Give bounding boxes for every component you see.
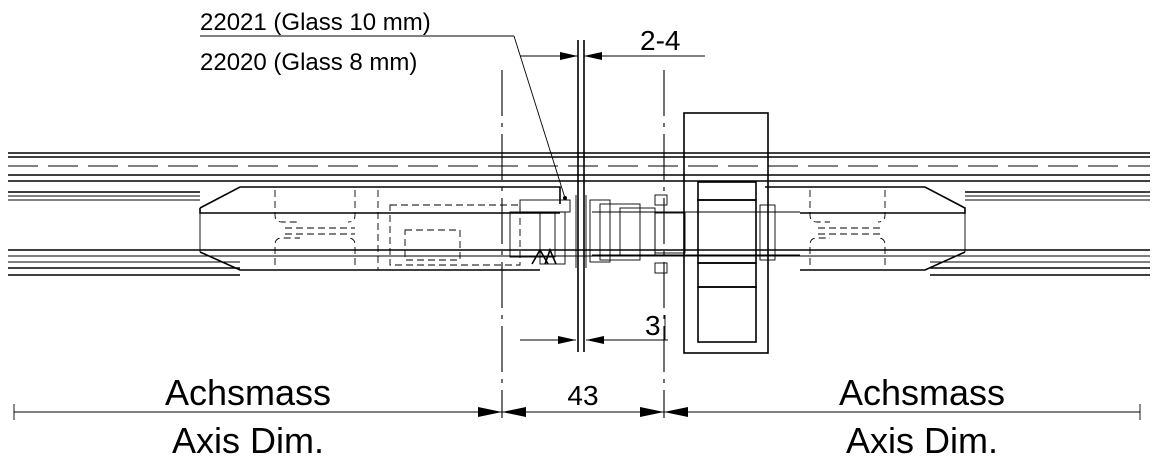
right-clamp xyxy=(589,112,800,354)
right-body xyxy=(765,186,966,271)
lower-rail xyxy=(8,249,1150,276)
axis-lines xyxy=(501,70,665,418)
right-label-en: Axis Dim. xyxy=(846,420,998,461)
dim-label-center: 43 xyxy=(567,380,598,411)
dim-axis-bottom xyxy=(13,404,1141,420)
part-label-glass-10: 22021 (Glass 10 mm) xyxy=(200,9,431,36)
part-leader xyxy=(200,35,567,200)
left-label-en: Axis Dim. xyxy=(172,420,324,461)
upper-rail xyxy=(8,152,1150,201)
right-label-de: Achsmass xyxy=(839,372,1005,413)
left-label-de: Achsmass xyxy=(165,372,331,413)
dim-label-gap-top: 2-4 xyxy=(640,25,680,56)
part-label-glass-8: 22020 (Glass 8 mm) xyxy=(200,49,417,76)
glass-panes xyxy=(575,40,587,352)
dim-label-gap-bottom: 3 xyxy=(645,310,661,341)
left-clamp xyxy=(199,186,571,271)
dim-gap-top xyxy=(520,52,705,60)
dim-gap-bottom xyxy=(520,315,668,344)
